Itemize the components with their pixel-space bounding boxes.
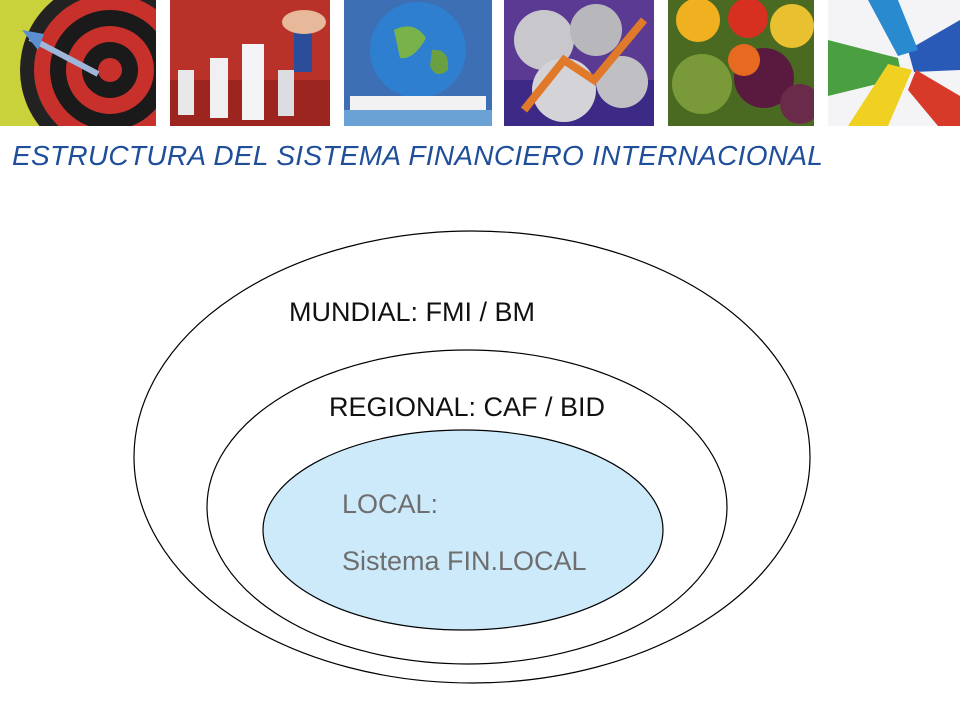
- coins-image: [504, 0, 654, 126]
- label-regional: REGIONAL: CAF / BID: [329, 392, 606, 422]
- hands-image: [828, 0, 960, 126]
- inner-ellipse-local: [262, 429, 664, 631]
- label-mundial: MUNDIAL: FMI / BM: [289, 297, 536, 327]
- globe-image: [344, 0, 492, 126]
- label-sistema-fin-local: Sistema FIN.LOCAL: [342, 546, 587, 576]
- chess-image: [170, 0, 330, 126]
- photo-banner: [0, 0, 960, 126]
- dartboard-image: [0, 0, 156, 126]
- page-title: ESTRUCTURA DEL SISTEMA FINANCIERO INTERN…: [12, 140, 824, 171]
- label-local: LOCAL:: [342, 489, 439, 519]
- vegetables-image: [668, 0, 814, 126]
